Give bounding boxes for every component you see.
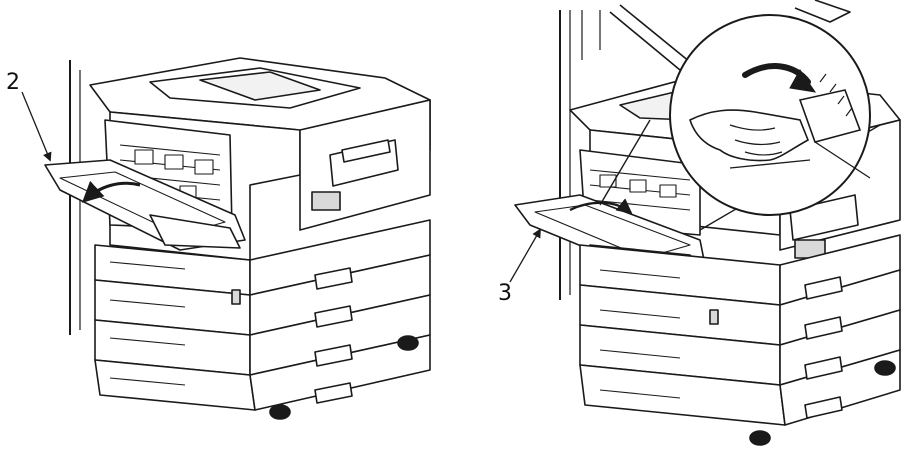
hand-illustration: [689, 109, 810, 162]
magnifier-detail: [599, 14, 881, 231]
callout-label-2: 2: [6, 70, 20, 95]
rotate-arrow-icon-left: [81, 180, 141, 203]
callout-label-3: 3: [498, 281, 512, 306]
leader-line-2: [21, 91, 52, 162]
leader-line-3: [509, 228, 541, 283]
printer-left: [44, 57, 431, 420]
